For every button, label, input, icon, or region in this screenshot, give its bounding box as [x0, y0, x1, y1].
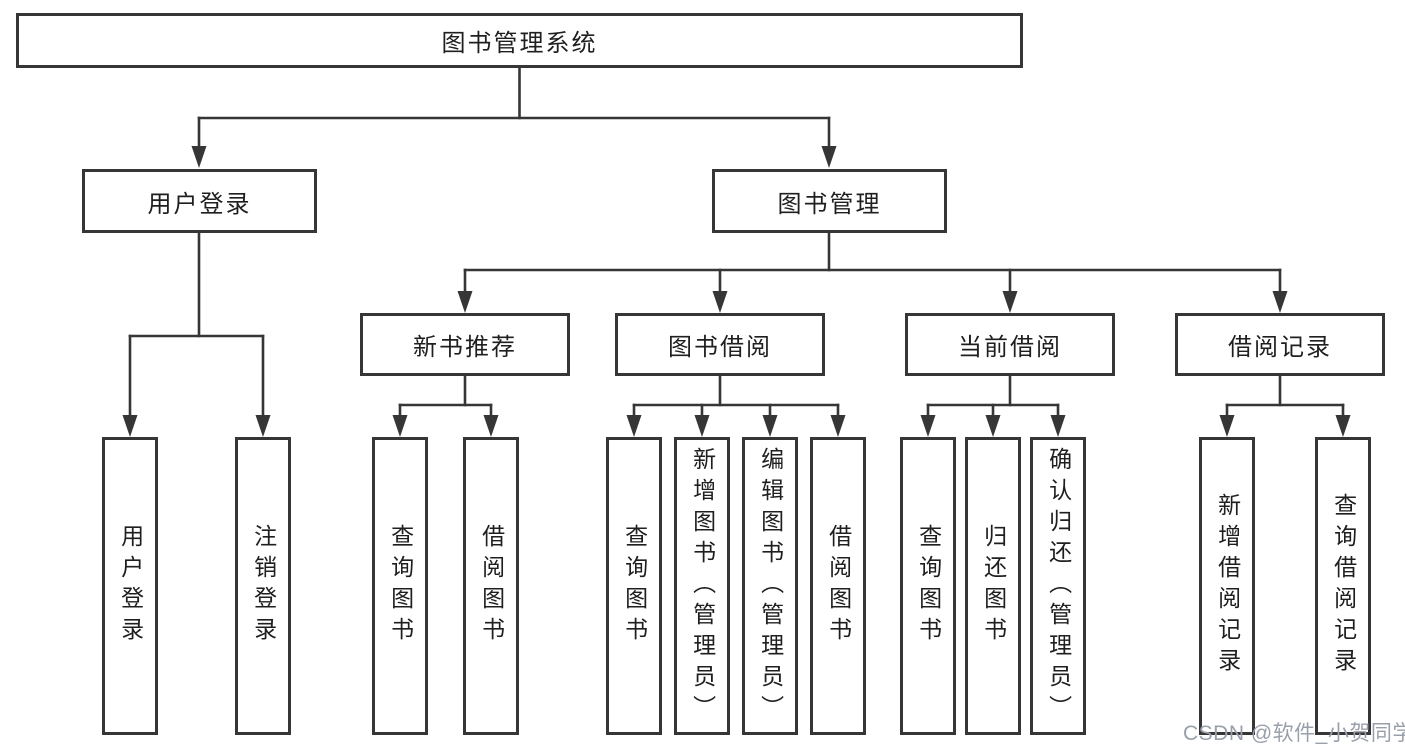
arrowheads	[122, 146, 1351, 437]
leaf-user-login: 用户登录	[102, 437, 158, 735]
leaf-query-books-3: 查询图书	[900, 437, 956, 735]
leaf-query-books-2: 查询图书	[606, 437, 662, 735]
leaf-add-book-admin: 新增图书（管理员）	[674, 437, 730, 735]
node-current-borrowing: 当前借阅	[905, 313, 1115, 376]
node-book-borrowing: 图书借阅	[615, 313, 825, 376]
node-user-login: 用户登录	[82, 169, 317, 233]
node-borrowing-records: 借阅记录	[1175, 313, 1385, 376]
leaf-add-borrow-record: 新增借阅记录	[1199, 437, 1255, 735]
leaf-return-books: 归还图书	[965, 437, 1021, 735]
node-new-book-recommendation: 新书推荐	[360, 313, 570, 376]
leaf-logout: 注销登录	[235, 437, 291, 735]
leaf-borrow-books-1: 借阅图书	[463, 437, 519, 735]
node-library-management-system: 图书管理系统	[16, 13, 1023, 68]
csdn-watermark: CSDN @软件_小贺同学	[1183, 722, 1405, 745]
leaf-query-books-1: 查询图书	[372, 437, 428, 735]
leaf-query-borrow-record: 查询借阅记录	[1315, 437, 1371, 735]
node-book-management: 图书管理	[712, 169, 947, 233]
leaf-edit-book-admin: 编辑图书（管理员）	[742, 437, 798, 735]
leaf-confirm-return-admin: 确认归还（管理员）	[1030, 437, 1086, 735]
leaf-borrow-books-2: 借阅图书	[810, 437, 866, 735]
